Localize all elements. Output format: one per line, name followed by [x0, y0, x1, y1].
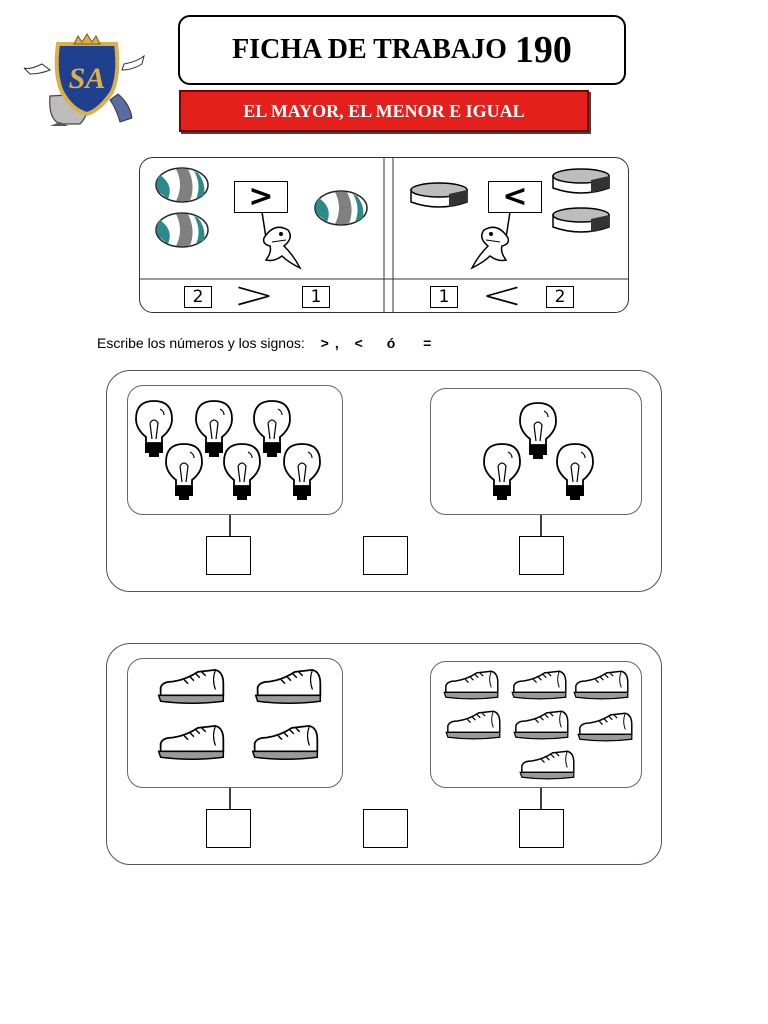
shark-mascot-icon [261, 211, 302, 270]
light-bulb-icon [253, 400, 291, 457]
answer-box-right-shoes[interactable] [519, 809, 564, 848]
example-left-bottom-sign: > [233, 273, 275, 317]
ball-icon [314, 190, 368, 226]
example-right-sign-card: < [488, 181, 542, 213]
light-bulb-icon [165, 443, 203, 500]
instruction: Escribe los números y los signos: >, < ó… [97, 335, 431, 351]
light-bulb-icon [195, 400, 233, 457]
example-right-bottom-sign: < [481, 273, 523, 317]
exercise-panel-bulbs [106, 370, 662, 592]
light-bulb-icon [519, 402, 557, 459]
sneaker-icon [254, 669, 322, 704]
example-left-number-a: 2 [184, 286, 212, 308]
light-bulb-icon [223, 443, 261, 500]
light-bulb-icon [283, 443, 321, 500]
answer-box-sign-bulbs[interactable] [363, 536, 408, 575]
title-box: FICHA DE TRABAJO 190 [178, 15, 626, 85]
cake-icon [552, 168, 610, 194]
sneaker-icon [577, 712, 633, 742]
crown-icon [73, 33, 101, 45]
sneaker-icon [157, 669, 225, 704]
light-bulb-icon [135, 400, 173, 457]
subtitle-text: EL MAYOR, EL MENOR E IGUAL [243, 100, 525, 121]
answer-box-right-bulbs[interactable] [519, 536, 564, 575]
exercise-panel-shoes [106, 643, 662, 865]
shield-icon [54, 42, 120, 117]
sneaker-icon [445, 710, 501, 740]
answer-box-left-bulbs[interactable] [206, 536, 251, 575]
greater-than-sign: > [248, 179, 274, 214]
sneaker-icon [573, 670, 629, 700]
sneaker-icon [157, 725, 225, 760]
cake-icon [410, 182, 468, 208]
logo-letters: SA [69, 62, 106, 95]
light-bulb-icon [483, 443, 521, 500]
ball-icon [155, 212, 209, 248]
sneaker-icon [443, 670, 499, 700]
ball-icon [155, 167, 209, 203]
answer-box-sign-shoes[interactable] [363, 809, 408, 848]
sign-greater: > [320, 335, 329, 351]
cake-icon [552, 207, 610, 233]
example-left-sign-card: > [234, 181, 288, 213]
light-bulb-icon [556, 443, 594, 500]
worksheet-number: 190 [514, 29, 572, 71]
page-title: FICHA DE TRABAJO [232, 34, 507, 65]
school-logo: SA [23, 33, 145, 126]
sneaker-icon [519, 750, 575, 780]
example-right-number-b: 2 [546, 286, 574, 308]
sneaker-icon [511, 670, 567, 700]
answer-box-left-shoes[interactable] [206, 809, 251, 848]
subtitle-banner: EL MAYOR, EL MENOR E IGUAL [179, 90, 589, 132]
sign-or: ó [386, 335, 396, 351]
sneaker-icon [251, 725, 319, 760]
example-right-number-a: 1 [430, 286, 458, 308]
sign-less: < [354, 335, 363, 351]
example-dividers [139, 157, 629, 313]
sign-comma: , [334, 335, 339, 351]
example-left-number-b: 1 [302, 286, 330, 308]
shark-mascot-icon [470, 211, 511, 270]
instruction-text: Escribe los números y los signos: [97, 335, 305, 351]
sneaker-icon [513, 710, 569, 740]
sign-equal: = [423, 335, 432, 351]
less-than-sign: < [502, 179, 528, 214]
